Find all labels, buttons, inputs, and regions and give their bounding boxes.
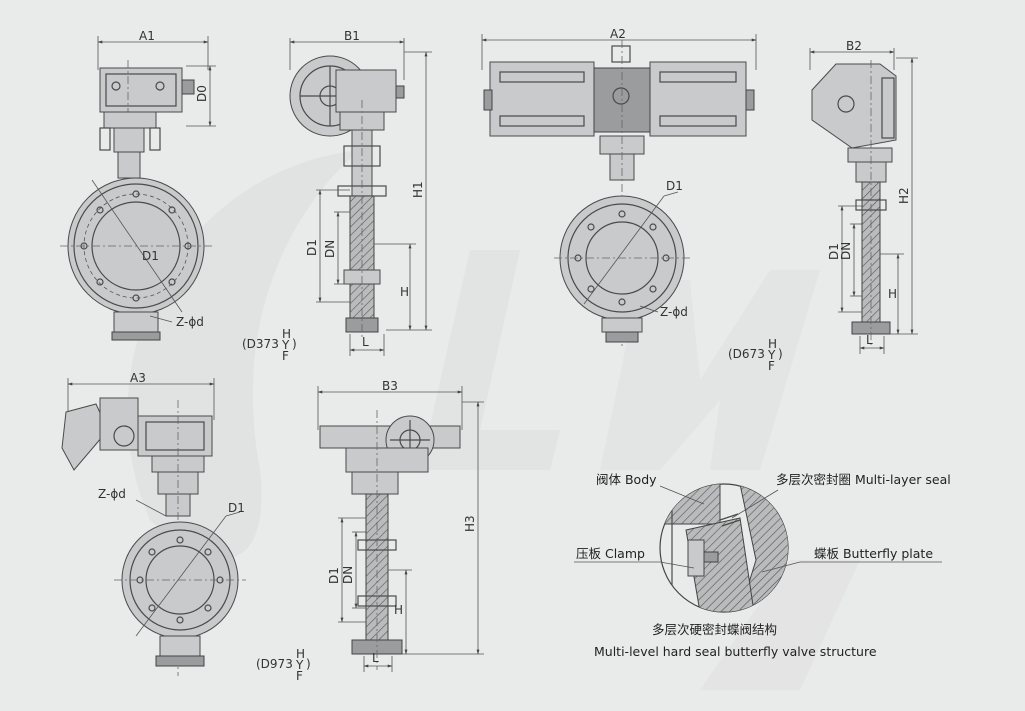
detail-clamp-label: 压板 Clamp (576, 546, 645, 561)
view6-dn-label: DN (341, 566, 355, 584)
view1-d0-label: D0 (195, 85, 209, 102)
watermark-logo (127, 150, 860, 690)
view6-l-label: L (372, 651, 379, 665)
detail-plate-label: 蝶板 Butterfly plate (814, 546, 933, 561)
view1-bolt-label: Z-ϕd (176, 315, 204, 329)
view1-front-worm-gear: A1 D0 (60, 29, 297, 363)
view1-d1-label: D1 (142, 249, 159, 263)
view6-model-close: ) (306, 657, 311, 671)
view2-side-handwheel: B1 H1 D1 DN H (289, 29, 432, 356)
view1-model-label: (D373 (242, 337, 279, 351)
view4-d1-label: D1 (827, 243, 841, 260)
view4-model-label: (D673 (728, 347, 765, 361)
view6-d1-label: D1 (327, 567, 341, 584)
view3-d1-label: D1 (666, 179, 683, 193)
detail-body-label: 阀体 Body (596, 472, 657, 487)
view2-h1-label: H1 (411, 181, 425, 198)
view3-bolt-label: Z-ϕd (660, 305, 688, 319)
view4-pneumatic-side: B2 H2 D1 DN H L (D673 H Y F ) (728, 39, 918, 373)
view5-electric-front: A3 D1 Z-ϕd (61, 371, 246, 676)
view6-model-label: (D973 (256, 657, 293, 671)
detail-caption-cn: 多层次硬密封蝶阀结构 (652, 622, 777, 637)
view3-a2-label: A2 (610, 27, 626, 41)
view3-pneumatic-front: A2 D1 (481, 27, 757, 346)
view4-model-mid: Y (767, 348, 776, 362)
view2-d1-label: D1 (305, 239, 319, 256)
view1-model-sub: F (282, 349, 289, 363)
view2-b1-label: B1 (344, 29, 360, 43)
view2-h-label: H (400, 285, 409, 299)
view4-l-label: L (866, 333, 873, 347)
view6-h-label: H (394, 603, 403, 617)
view1-a1-label: A1 (139, 29, 155, 43)
view6-h3-label: H3 (463, 515, 477, 532)
view4-model-close: ) (778, 347, 783, 361)
view5-d1-label: D1 (228, 501, 245, 515)
view6-b3-label: B3 (382, 379, 398, 393)
view1-model-sup: H (282, 327, 291, 341)
view1-bolt-holes (80, 190, 192, 302)
view2-dn-label: DN (323, 240, 337, 258)
seal-structure-detail: 阀体 Body 多层次密封圈 Multi-layer seal 压板 Clamp… (574, 472, 951, 659)
view4-model-sup: H (768, 337, 777, 351)
view2-l-label: L (362, 335, 369, 349)
view1-model-mid: Y (281, 338, 290, 352)
detail-seal-label: 多层次密封圈 Multi-layer seal (776, 472, 951, 487)
view4-model-sub: F (768, 359, 775, 373)
view4-h-label: H (888, 287, 897, 301)
view6-model-mid: Y (295, 658, 304, 672)
view5-a3-label: A3 (130, 371, 146, 385)
view1-model-close: ) (292, 337, 297, 351)
view6-model-sup: H (296, 647, 305, 661)
detail-caption-en: Multi-level hard seal butterfly valve st… (594, 644, 877, 659)
view6-model-sub: F (296, 669, 303, 683)
view6-electric-side: B3 H3 D1 DN H L (D973 H Y F (256, 379, 484, 683)
view4-dn-label: DN (839, 242, 853, 260)
view5-bolt-label: Z-ϕd (98, 487, 126, 501)
view4-h2-label: H2 (897, 187, 911, 204)
view4-b2-label: B2 (846, 39, 862, 53)
